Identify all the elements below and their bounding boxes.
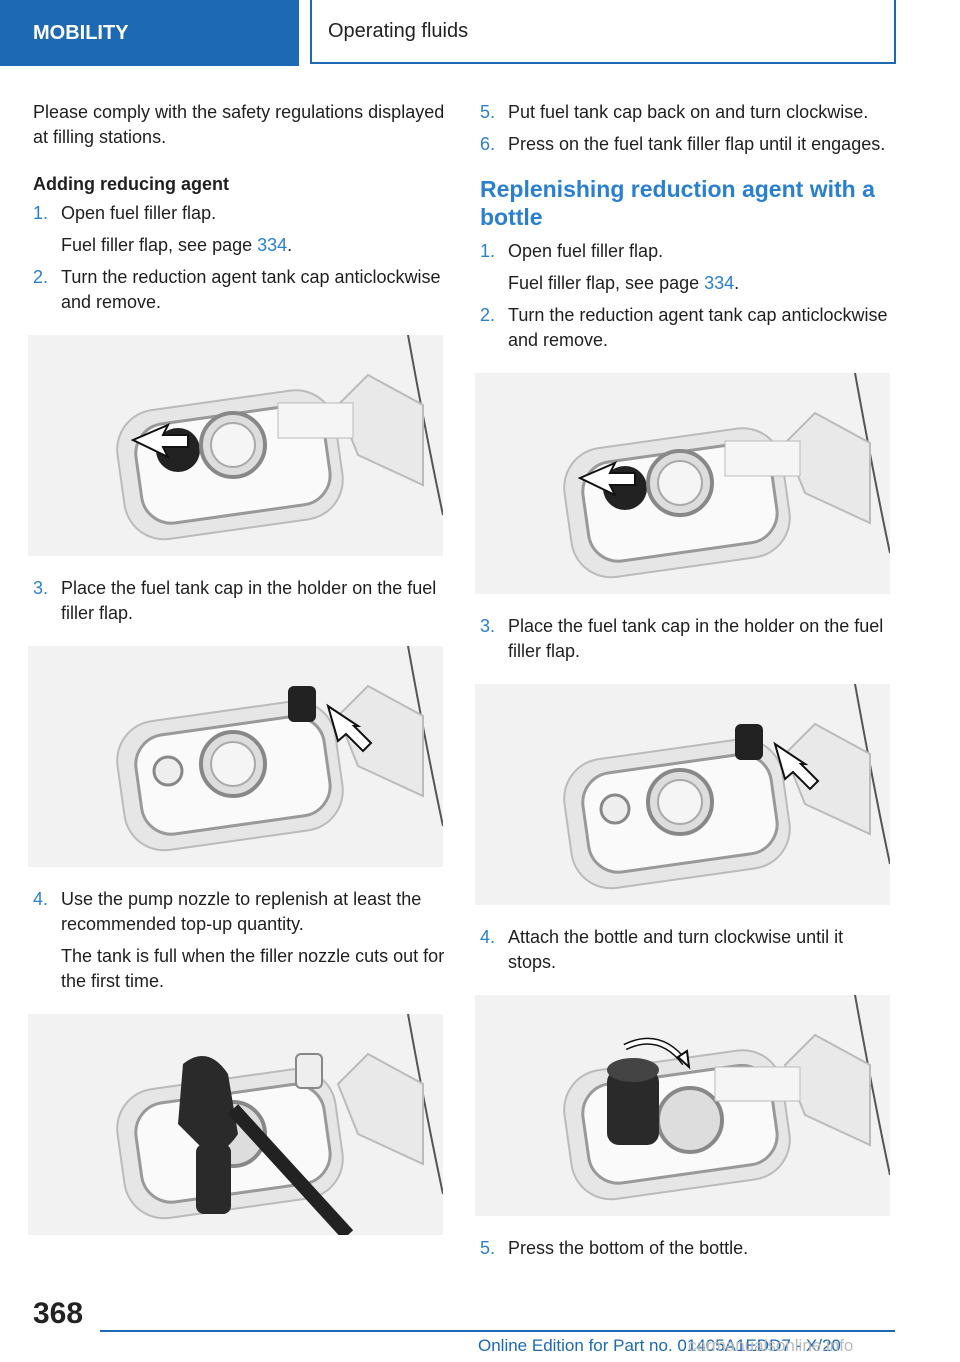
step-number: 1.	[480, 241, 496, 261]
safety-intro: Please comply with the safety regulation…	[33, 102, 445, 147]
note-suffix: .	[287, 235, 293, 255]
step-note: Fuel filler flap, see page 334.	[508, 271, 895, 296]
note-text: Fuel filler flap, see page	[508, 273, 705, 293]
step-item: 1. Open fuel filler flap.	[33, 201, 448, 226]
step-text: Place the fuel tank cap in the holder on…	[61, 578, 437, 623]
illustration-attach-bottle	[475, 995, 890, 1216]
step-item: 1. Open fuel filler flap.	[480, 239, 895, 264]
step-text: Put fuel tank cap back on and turn clock…	[508, 102, 869, 122]
step-text: Use the pump nozzle to replenish at leas…	[61, 889, 422, 934]
step-number: 4.	[33, 889, 49, 909]
step-item: 5. Press the bottom of the bottle.	[480, 1236, 895, 1261]
page-number: 368	[33, 1297, 84, 1330]
step-item: 4. Attach the bottle and turn clockwise …	[480, 925, 895, 975]
illustration-cap-removal	[28, 335, 443, 556]
footer-divider	[100, 1330, 895, 1332]
step-text: Open fuel filler flap.	[61, 203, 217, 223]
subheading-adding-reducing-agent: Adding reducing agent	[33, 174, 229, 194]
step-number: 4.	[480, 927, 496, 947]
step-item: 4. Use the pump nozzle to replenish at l…	[33, 887, 448, 937]
step-item: 6. Press on the fuel tank filler flap un…	[480, 132, 895, 157]
step-text: Turn the reduction agent tank cap anticl…	[61, 267, 441, 312]
step-item: 2. Turn the reduction agent tank cap ant…	[33, 265, 448, 315]
step-item: 2. Turn the reduction agent tank cap ant…	[480, 303, 895, 353]
step-item: 3. Place the fuel tank cap in the holder…	[480, 614, 895, 664]
page-header: MOBILITY Operating fluids	[0, 0, 960, 66]
edition-info: Online Edition for Part no. 01405A1EDD7 …	[478, 1336, 841, 1355]
step-text: Turn the reduction agent tank cap anticl…	[508, 305, 888, 350]
step-item: 5. Put fuel tank cap back on and turn cl…	[480, 100, 895, 125]
step-note: The tank is full when the filler nozzle …	[61, 946, 445, 991]
step-number: 5.	[480, 102, 496, 122]
step-number: 2.	[480, 305, 496, 325]
watermark: carmanualsonline.info	[688, 1336, 854, 1355]
step-number: 3.	[480, 616, 496, 636]
illustration-cap-removal	[475, 373, 890, 594]
illustration-cap-holder	[28, 646, 443, 867]
right-column: 5. Put fuel tank cap back on and turn cl…	[475, 100, 895, 1261]
step-text: Open fuel filler flap.	[508, 241, 664, 261]
illustration-cap-holder	[475, 684, 890, 905]
step-number: 2.	[33, 267, 49, 287]
section-tab: MOBILITY	[0, 0, 299, 66]
page-link[interactable]: 334	[704, 273, 735, 293]
step-text: Press on the fuel tank filler flap until…	[508, 134, 886, 154]
step-text: Place the fuel tank cap in the holder on…	[508, 616, 884, 661]
chapter-title: Operating fluids	[310, 0, 896, 64]
illustration-pump-nozzle	[28, 1014, 443, 1235]
page-link[interactable]: 334	[257, 235, 288, 255]
step-note: Fuel filler flap, see page 334.	[61, 233, 448, 258]
note-suffix: .	[734, 273, 740, 293]
note-text: Fuel filler flap, see page	[61, 235, 258, 255]
step-number: 3.	[33, 578, 49, 598]
step-number: 5.	[480, 1238, 496, 1258]
step-item: 3. Place the fuel tank cap in the holder…	[33, 576, 448, 626]
left-column: Please comply with the safety regulation…	[28, 100, 448, 1255]
step-number: 6.	[480, 134, 496, 154]
step-number: 1.	[33, 203, 49, 223]
section-heading-bottle: Replenishing reduction agent with a bott…	[480, 176, 875, 230]
step-text: Press the bottom of the bottle.	[508, 1238, 749, 1258]
step-text: Attach the bottle and turn clockwise unt…	[508, 927, 844, 972]
